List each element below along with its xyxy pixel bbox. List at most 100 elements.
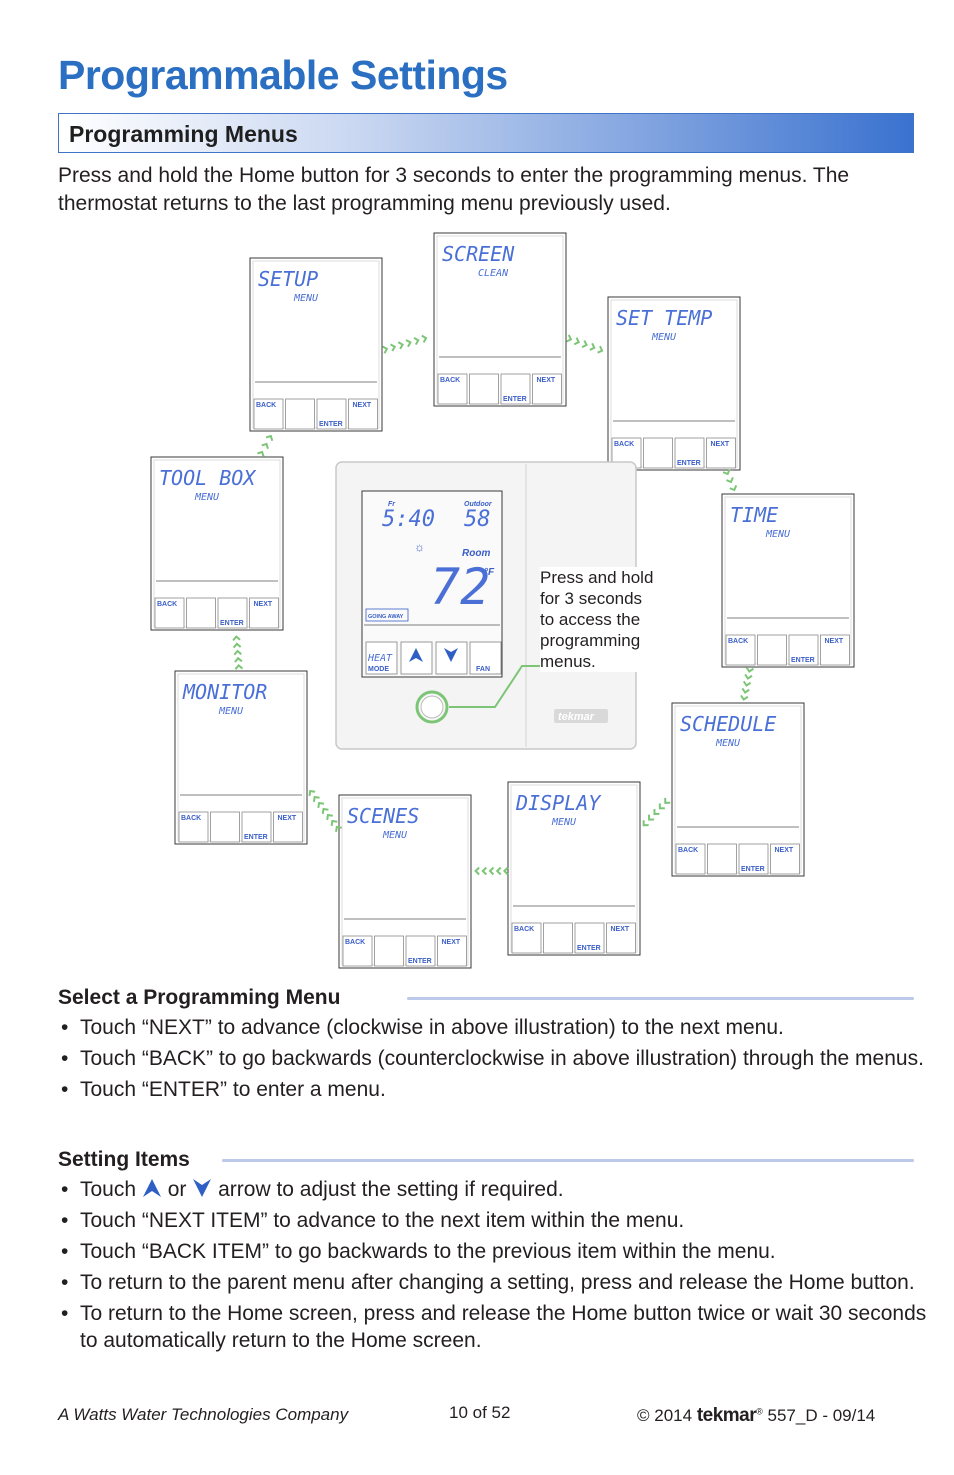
blank-button[interactable] [643,437,673,469]
menu-subtitle: MENU [293,293,319,304]
chevron-arrow [658,803,665,810]
chevron-arrow [261,442,269,450]
chevron-arrow [234,656,243,663]
menu-subtitle: MENU [765,529,791,540]
next-label: NEXT [353,402,372,409]
menu-subtitle: MENU [382,830,408,841]
menu-title: SCHEDULE [680,712,776,736]
menu-title: SCREEN [442,242,515,266]
blank-button[interactable] [374,935,404,967]
back-label: BACK [514,926,534,933]
back-label: BACK [614,441,634,448]
next-button[interactable] [770,843,800,875]
chevron-arrow [597,345,604,354]
menu-title: TIME [730,503,778,527]
chevron-arrow [642,820,649,827]
back-button[interactable] [342,935,373,967]
enter-button[interactable] [574,922,605,954]
enter-button[interactable] [241,811,272,843]
enter-button[interactable] [316,398,347,430]
menu-title: SCENES [347,804,419,828]
chevron-arrow [330,819,338,827]
chevron-arrow [653,809,660,816]
mode-button[interactable] [365,641,398,675]
chevron-arrow [321,807,329,815]
blank-button[interactable] [285,398,315,430]
back-button[interactable] [511,922,542,954]
next-button[interactable] [606,922,636,954]
footer-copyright: © 2014 tekmar® 557_D - 09/14 [637,1405,876,1426]
next-button[interactable] [532,373,562,405]
back-button[interactable] [253,398,284,430]
chevron-arrow [481,866,488,876]
enter-label: ENTER [741,866,765,873]
select-menu-heading: Select a Programming Menu [58,986,341,1009]
chevron-arrow [726,477,734,484]
enter-label: ENTER [220,620,244,627]
enter-button[interactable] [674,437,705,469]
blank-button[interactable] [210,811,240,843]
list-item: Touch “NEXT” to advance (clockwise in ab… [58,1014,928,1041]
heat-label: HEAT [367,653,393,664]
list-item: Touch “NEXT ITEM” to advance to the next… [58,1207,928,1234]
back-label: BACK [440,377,460,384]
next-button[interactable] [348,398,378,430]
back-button[interactable] [675,843,706,875]
section-title: Programming Menus [69,121,298,147]
next-label: NEXT [442,939,461,946]
menu-title: SETUP [258,267,318,291]
menu-subtitle: MENU [551,817,577,828]
chevron-arrow [502,866,509,876]
chevron-arrow [317,801,325,809]
back-button[interactable] [725,634,756,666]
room-label: Room [462,548,490,559]
footer-company: A Watts Water Technologies Company [58,1405,349,1424]
next-label: NEXT [775,847,794,854]
blank-button[interactable] [543,922,573,954]
room-temp: 72 [430,558,490,616]
chevron-arrow [389,343,397,352]
enter-label: ENTER [677,460,701,467]
enter-button[interactable] [405,935,436,967]
page-title: Programmable Settings [58,52,508,98]
section-header: Programming Menus [58,113,914,153]
next-button[interactable] [706,437,736,469]
enter-label: ENTER [408,958,432,965]
home-button-callout: Press and hold for 3 seconds to access t… [540,567,658,672]
next-button[interactable] [249,597,279,629]
blank-button[interactable] [707,843,737,875]
chevron-arrow [265,434,274,442]
back-button[interactable] [178,811,209,843]
chevron-arrow [326,813,333,821]
callout-leader [449,665,540,708]
enter-label: ENTER [319,421,343,428]
back-label: BACK [345,939,365,946]
blank-button[interactable] [186,597,216,629]
thermostat-day: Fr [388,501,396,508]
next-button[interactable] [437,935,467,967]
next-button[interactable] [820,634,850,666]
blank-button[interactable] [757,634,787,666]
back-button[interactable] [154,597,185,629]
enter-button[interactable] [738,843,769,875]
sun-icon: ☼ [414,540,425,554]
intro-paragraph: Press and hold the Home button for 3 sec… [58,164,850,215]
back-button[interactable] [437,373,468,405]
enter-button[interactable] [500,373,531,405]
next-button[interactable] [273,811,303,843]
enter-label: ENTER [791,657,815,664]
up-arrow-icon [409,648,423,662]
enter-button[interactable] [217,597,248,629]
chevron-arrow [729,485,738,492]
blank-button[interactable] [469,373,499,405]
fan-button[interactable] [469,641,502,675]
next-label: NEXT [825,638,844,645]
next-label: NEXT [278,815,297,822]
enter-button[interactable] [788,634,819,666]
menu-screens: SETUP MENU BACK ENTER NEXT SCREENCLEANBACKENT… [150,232,855,969]
